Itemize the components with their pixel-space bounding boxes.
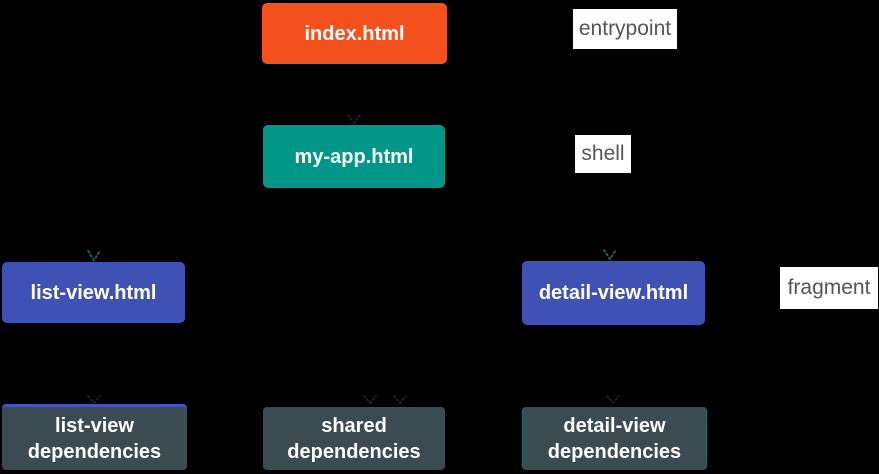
annotation-label: entrypoint [578, 17, 672, 40]
node-my-app-html: my-app.html [263, 125, 445, 188]
arrowhead-into-detaildeps [606, 395, 620, 405]
node-label: shared dependencies [287, 414, 421, 463]
arrowhead-into-listview [87, 250, 101, 262]
node-shared-dependencies: shared dependencies [263, 407, 445, 470]
edge-myapp-to-detailview [379, 187, 609, 258]
arrowhead-into-listdeps [87, 395, 101, 405]
node-label: detail-view.html [538, 282, 689, 304]
annotation-label: shell [581, 142, 625, 165]
node-label: index.html [304, 22, 405, 45]
edge-myapp-to-listview [95, 187, 291, 259]
node-detail-view-dependencies: detail-view dependencies [522, 407, 707, 470]
annotation-entrypoint: entrypoint [573, 9, 677, 49]
arrowhead-into-myapp [347, 114, 361, 125]
arrowhead-into-shared-right [393, 395, 407, 405]
arrowhead-into-detailview [603, 249, 617, 261]
annotation-shell: shell [575, 135, 631, 173]
annotation-fragment: fragment [780, 267, 878, 309]
arrowhead-into-shared-left [363, 395, 377, 405]
annotation-label: fragment [787, 276, 871, 299]
node-label: detail-view dependencies [547, 414, 682, 463]
node-index-html: index.html [262, 3, 447, 64]
node-label: list-view dependencies [27, 414, 162, 463]
edge-listview-to-shared [142, 322, 369, 403]
node-label: my-app.html [294, 145, 414, 168]
edge-detailview-to-shared [401, 324, 568, 403]
node-label: list-view.html [30, 281, 157, 304]
node-list-view-html: list-view.html [2, 262, 185, 323]
node-list-view-dependencies: list-view dependencies [2, 404, 187, 470]
node-detail-view-html: detail-view.html [522, 261, 705, 325]
